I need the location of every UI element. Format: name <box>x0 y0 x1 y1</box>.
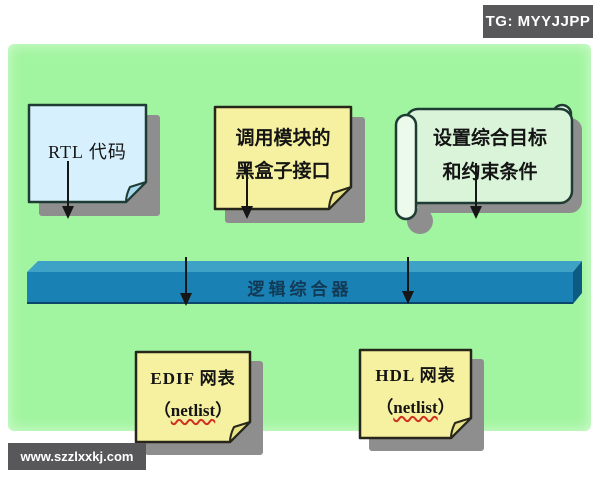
watermark-label: www.szzlxxkj.com <box>20 449 134 464</box>
node-blackbox-interface: 调用模块的 黑盒子接口 <box>213 105 367 225</box>
node-hdl-netlist: HDL 网表 （netlist） <box>358 348 486 453</box>
note-shape <box>27 103 160 216</box>
arrow-synthesizer-to-hdl-icon <box>401 257 415 304</box>
folded-corner <box>328 186 352 210</box>
node-constraints-label: 设置综合目标 和约束条件 <box>432 128 547 183</box>
folded-corner <box>450 417 472 439</box>
badge-label: TG: MYYJJPP <box>485 13 591 30</box>
synthesizer-label: 逻辑综合器 <box>247 280 353 299</box>
node-blackbox-label: 调用模块的 黑盒子接口 <box>235 128 331 182</box>
top-right-badge: TG: MYYJJPP <box>483 5 593 38</box>
node-rtl-label: RTL 代码 <box>48 141 127 162</box>
note-shape <box>358 348 484 451</box>
node-rtl-code: RTL 代码 <box>27 103 161 217</box>
arrow-blackbox-to-synthesizer-icon <box>240 167 254 219</box>
netlist-word: netlist <box>393 397 438 417</box>
scroll-roll <box>394 113 418 221</box>
scroll-shape <box>394 103 582 234</box>
node-synthesizer-bar: 逻辑综合器 <box>26 260 588 306</box>
folded-corner <box>125 181 147 203</box>
diagram-panel: RTL 代码 调用模块的 黑盒子接口 <box>8 44 591 455</box>
arrow-rtl-to-synthesizer-icon <box>61 161 75 219</box>
bar-shape <box>27 261 582 304</box>
bottom-watermark: www.szzlxxkj.com <box>8 443 146 470</box>
note-shape <box>134 350 263 455</box>
node-edif-netlist: EDIF 网表 （netlist） <box>134 350 265 457</box>
arrow-synthesizer-to-edif-icon <box>179 257 193 306</box>
node-hdl-label: HDL 网表 （netlist） <box>375 365 456 417</box>
node-constraints: 设置综合目标 和约束条件 <box>390 99 590 239</box>
folded-corner <box>229 421 251 443</box>
arrow-constraints-to-synthesizer-icon <box>469 163 483 219</box>
node-edif-label: EDIF 网表 （netlist） <box>150 368 236 420</box>
note-shape <box>213 105 365 223</box>
netlist-word: netlist <box>170 400 216 420</box>
